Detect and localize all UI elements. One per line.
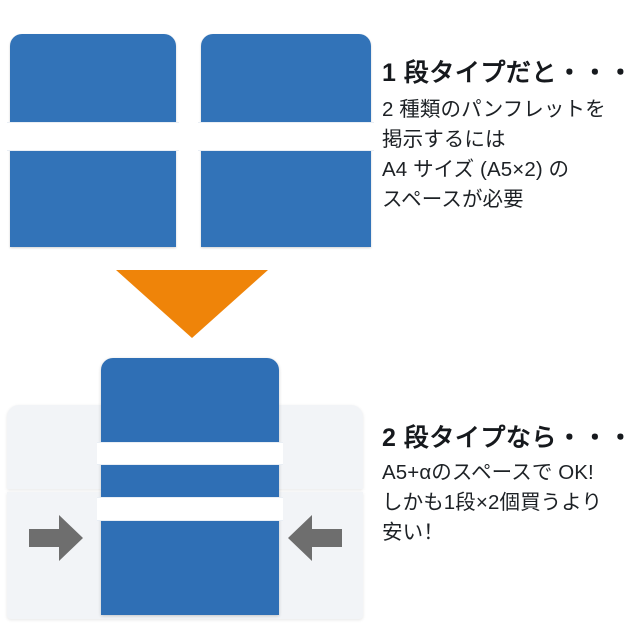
left-space-arrow (29, 515, 83, 561)
top-body-text: 2 種類のパンフレットを 掲示するには A4 サイズ (A5×2) の スペース… (382, 98, 606, 211)
double-stand-pocket-2 (97, 497, 283, 521)
right-space-arrow (288, 515, 342, 561)
double-tier-stand (101, 358, 279, 615)
bottom-headline: 2 段タイプなら・・・ (382, 424, 634, 452)
right-stand-pocket-1 (198, 122, 374, 151)
orange-down-arrow (116, 270, 268, 338)
bottom-body-text: A5+αのスペースで OK! しかも1段×2個買うより 安い！ (382, 461, 603, 544)
left-stand-pocket-1 (7, 122, 179, 151)
double-stand-pocket-1 (97, 442, 283, 465)
top-headline: 1 段タイプだと・・・ (382, 59, 634, 87)
